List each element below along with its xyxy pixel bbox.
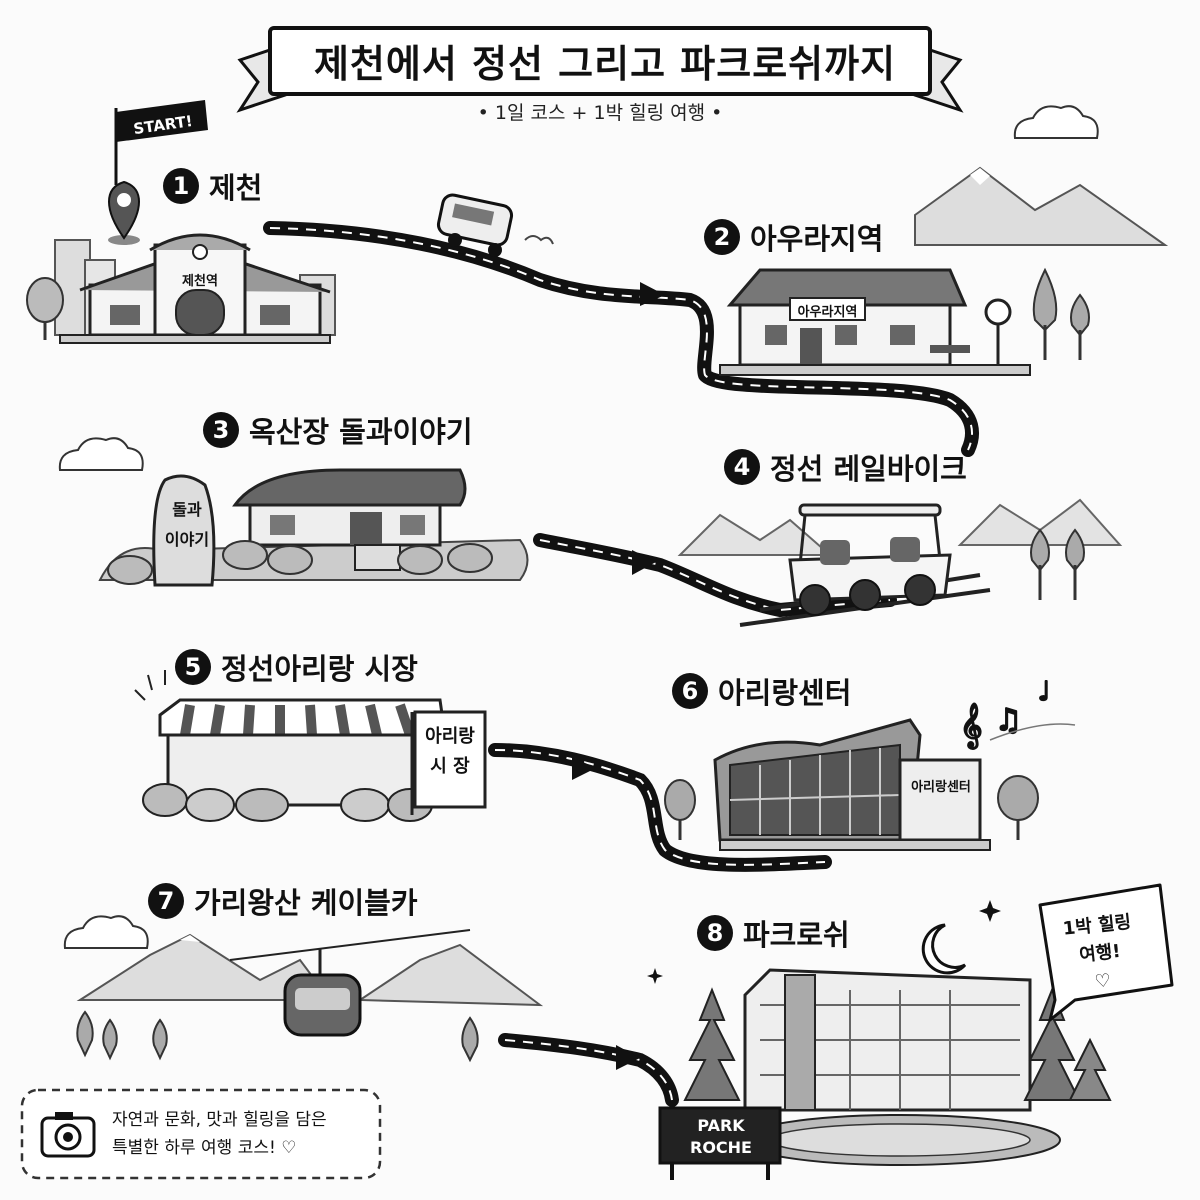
- stop-number-badge: 7: [148, 883, 184, 919]
- svg-text:♫: ♫: [995, 703, 1022, 738]
- stop-8-label: 8 파크로쉬: [697, 912, 850, 954]
- note-line: 특별한 하루 여행 코스! ♡: [112, 1138, 297, 1158]
- market-banner-line: 시 장: [430, 756, 470, 777]
- park-roche-illustration: [658, 968, 1112, 1180]
- auraji-station-sign: 아우라지역: [797, 305, 858, 320]
- route-road-3-4: [533, 533, 897, 618]
- cloud-icon: [58, 105, 1099, 949]
- rail-bike-illustration: [677, 498, 1123, 627]
- stone-sign-line: 돌과: [172, 500, 202, 519]
- stop-5-label: 5 정선아리랑 시장: [175, 646, 418, 688]
- start-flag: [114, 100, 208, 185]
- stop-2-label: 2 아우라지역: [704, 216, 883, 258]
- jecheon-station-sign: 제천역: [182, 274, 218, 289]
- market-banner-line: 아리랑: [425, 726, 475, 747]
- park-roche-sign-line: PARK: [697, 1116, 745, 1135]
- park-roche-sign-line: ROCHE: [690, 1138, 752, 1157]
- stop-name: 옥산장 돌과이야기: [249, 415, 473, 449]
- stop-number-badge: 3: [203, 412, 239, 448]
- stop-number-badge: 6: [672, 673, 708, 709]
- van-illustration: [436, 193, 554, 257]
- music-note-icon: 𝄞 ♫ ♩: [959, 676, 1076, 750]
- route-road-5-6: [488, 743, 832, 872]
- stop-name: 아우라지역: [750, 222, 884, 256]
- stop-number-badge: 5: [175, 649, 211, 685]
- stop-number-badge: 1: [163, 168, 199, 204]
- stop-3-label: 3 옥산장 돌과이야기: [203, 409, 473, 451]
- page-subtitle: • 1일 코스 + 1박 힐링 여행 •: [477, 102, 723, 124]
- park-roche-sign: PARK ROCHE: [668, 1115, 774, 1159]
- stop-name: 가리왕산 케이블카: [194, 886, 418, 920]
- stone-sign: 돌과 이야기: [163, 495, 211, 555]
- stop-7-label: 7 가리왕산 케이블카: [148, 880, 418, 922]
- speech-bubble: [1038, 883, 1174, 1022]
- stop-4-label: 4 정선 레일바이크: [724, 446, 967, 488]
- note-text: 자연과 문화, 맛과 힐링을 담은 특별한 하루 여행 코스! ♡: [112, 1106, 382, 1162]
- stop-name: 제천: [209, 171, 263, 205]
- route-road-7-8: [498, 1033, 679, 1107]
- speech-bubble-text: 1박 힐링 여행! ♡: [1046, 907, 1154, 1001]
- sparkle-icon: [647, 900, 1001, 984]
- jecheon-station-illustration: [26, 233, 336, 344]
- note-line: 자연과 문화, 맛과 힐링을 담은: [112, 1110, 327, 1130]
- page-title: 제천에서 정선 그리고 파크로쉬까지: [313, 41, 897, 86]
- arirang-center-sign: 아리랑센터: [911, 780, 971, 795]
- stop-6-label: 6 아리랑센터: [672, 670, 851, 712]
- map-pin-icon: [108, 180, 140, 245]
- cable-car-illustration: [76, 929, 544, 1063]
- title-banner: [236, 26, 964, 113]
- arirang-center-illustration: [664, 718, 1039, 851]
- svg-text:𝄞: 𝄞: [960, 703, 982, 749]
- camera-icon: [40, 1112, 96, 1158]
- svg-text:♩: ♩: [1038, 677, 1050, 707]
- stop-name: 정선 레일바이크: [770, 452, 967, 486]
- stop-number-badge: 4: [724, 449, 760, 485]
- stop-name: 파크로쉬: [743, 918, 850, 952]
- stop-1-label: 1 제천: [163, 165, 262, 207]
- arirang-market-illustration: [134, 670, 487, 822]
- stop-name: 아리랑센터: [718, 676, 852, 710]
- stop-number-badge: 8: [697, 915, 733, 951]
- note-box: [20, 1088, 382, 1180]
- oksanjang-illustration: [98, 468, 529, 587]
- market-banner-sign: 아리랑 시 장: [420, 722, 480, 782]
- auraji-station-illustration: [719, 166, 1169, 376]
- stone-sign-line: 이야기: [164, 530, 210, 549]
- stop-name: 정선아리랑 시장: [221, 652, 418, 686]
- stop-number-badge: 2: [704, 219, 740, 255]
- moon-icon: [921, 923, 967, 975]
- route-road-1-2: [263, 221, 979, 457]
